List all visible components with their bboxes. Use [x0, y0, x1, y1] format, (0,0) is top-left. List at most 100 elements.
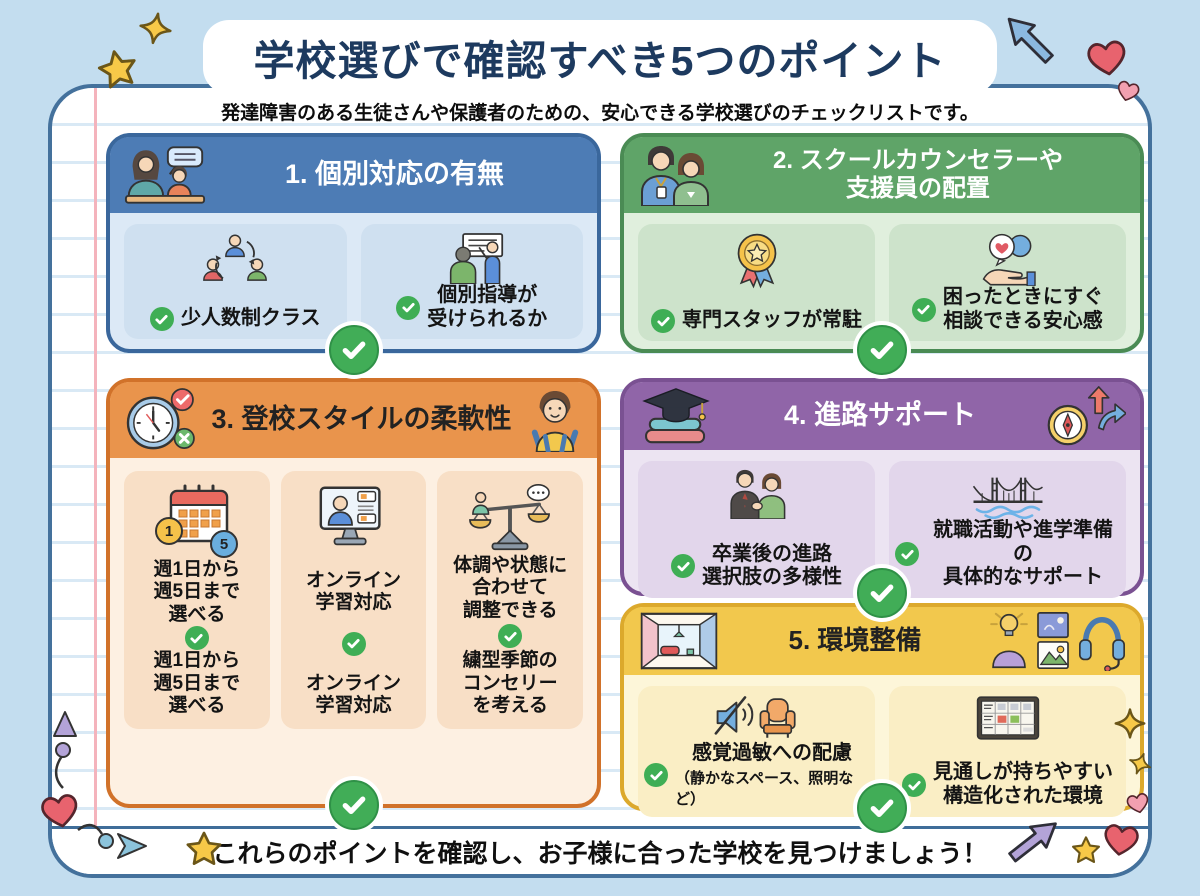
card-1-title: 1. 個別対応の有無	[284, 159, 505, 190]
footer-text: これらのポイントを確認し、お子様に合った学校を見つけましょう！	[212, 839, 988, 868]
calm-room-icon	[640, 612, 718, 670]
check-badge	[857, 325, 907, 375]
card-2-body: 専門スタッフが常駐 困ったときにすぐ 相談できる安心感	[624, 213, 1140, 352]
card-environment: 5. 環境整備	[620, 603, 1144, 833]
card-4-title: 4. 進路サポート	[783, 400, 977, 431]
heart-support-icon	[982, 233, 1036, 286]
arrow-doodle-icon	[995, 5, 1063, 73]
footer-banner: これらのポイントを確認し、お子様に合った学校を見つけましょう！	[52, 826, 1148, 874]
heart-icon	[1100, 820, 1143, 860]
checklist-column: 体調や状態に 合わせて 調整できる 繍型季節の コンセリー を考える	[437, 471, 584, 730]
calendar-icon: 1 5	[154, 484, 238, 558]
check-icon	[895, 542, 919, 567]
card-5-body: 感覚過敏への配慮 （静かなスペース、照明など）	[624, 675, 1140, 828]
clock-attendance-icon	[126, 388, 195, 450]
teacher-student-icon	[124, 146, 206, 204]
lightbulb-beanbag-icon	[990, 612, 1028, 669]
check-badge	[328, 325, 379, 375]
check-icon	[341, 631, 366, 656]
item-text: 少人数制クラス	[180, 307, 321, 330]
sparkle-icon	[133, 9, 177, 53]
graduation-books-icon	[642, 388, 710, 444]
card-4-header: 4. 進路サポート	[624, 382, 1140, 450]
title-banner: 学校選びで確認すべき5つのポイント	[203, 20, 997, 94]
check-badge	[328, 780, 379, 830]
calendar-day-5: 5	[220, 536, 228, 553]
star-icon	[1070, 835, 1102, 867]
environment-icons-group	[990, 611, 1126, 671]
headphones-icon	[1079, 616, 1125, 671]
checklist-item: 専門スタッフが常駐	[638, 224, 875, 342]
item-text: 感覚過敏への配慮	[692, 742, 852, 764]
item-text: 就職活動や進学準備の 具体的なサポート	[933, 519, 1113, 589]
small-group-icon	[203, 234, 268, 281]
card-3-body: 1 5 週1日から 週5日まで 選べる 週1日から 週5日まで 選べる	[110, 458, 597, 742]
checklist-item: 困ったときにすぐ 相談できる安心感	[889, 224, 1126, 342]
checklist-item: 見通しが持ちやすい 構造化された環境	[889, 686, 1126, 817]
item-text: 専門スタッフが常駐	[682, 309, 862, 332]
heart-icon	[1083, 35, 1130, 79]
card-attendance-flexibility: 3. 登校スタイルの柔軟性	[106, 378, 601, 830]
card-2-header: 2. スクールカウンセラーや 支援員の配置	[624, 137, 1140, 213]
online-learning-icon	[319, 486, 381, 546]
quiet-space-icon	[714, 696, 796, 738]
checklist-item: 個別指導が 受けられるか	[360, 224, 583, 340]
compass-path-icon	[1047, 386, 1126, 446]
card-1-body: 少人数制クラス 個別指導が 受けられるか	[110, 213, 597, 350]
check-icon	[149, 307, 174, 332]
checklist-item: 卒業後の進路 選択肢の多様性	[638, 461, 875, 598]
card-4-body: 卒業後の進路 選択肢の多様性 就職活動や進学準備の 具体的なサポート	[624, 450, 1140, 609]
bridge-icon	[972, 477, 1043, 519]
handshake-icon	[729, 469, 785, 519]
check-icon	[651, 309, 675, 334]
star-icon	[92, 44, 144, 96]
check-icon	[902, 773, 926, 797]
arrow-doodle-icon	[53, 711, 77, 789]
card-2-title: 2. スクールカウンセラーや 支援員の配置	[773, 147, 1063, 202]
check-icon	[644, 763, 668, 788]
item-text: 見通しが持ちやすい 構造化された環境	[933, 761, 1113, 807]
card-3-title: 3. 登校スタイルの柔軟性	[211, 404, 512, 435]
column-text-bottom: 繍型季節の コンセリー を考える	[462, 650, 558, 717]
arrow-doodle-icon	[77, 823, 147, 859]
check-icon	[184, 626, 209, 651]
card-3-header: 3. 登校スタイルの柔軟性	[110, 382, 597, 458]
check-icon	[396, 295, 421, 320]
schedule-board-icon	[976, 696, 1039, 740]
individual-teaching-icon	[449, 233, 503, 284]
item-text: 困ったときにすぐ 相談できる安心感	[942, 286, 1104, 332]
award-ribbon-icon	[737, 233, 776, 289]
column-text-top: 体調や状態に 合わせて 調整できる	[453, 555, 568, 621]
card-5-title: 5. 環境整備	[788, 625, 922, 656]
item-note: （静かなスペース、照明など）	[675, 769, 854, 808]
card-5-header: 5. 環境整備	[624, 607, 1140, 675]
card-individual-support: 1. 個別対応の有無 少人数制クラス	[106, 133, 601, 375]
item-text: 個別指導が 受けられるか	[427, 284, 548, 330]
card-1-header: 1. 個別対応の有無	[110, 137, 597, 213]
column-text-bottom: 週1日から 週5日まで 選べる	[153, 650, 241, 717]
card-counselors: 2. スクールカウンセラーや 支援員の配置 専門スタッフが常駐	[620, 133, 1144, 375]
checklist-column: オンライン 学習対応 オンライン 学習対応	[280, 471, 427, 730]
check-icon	[498, 624, 523, 649]
star-icon	[184, 830, 224, 870]
check-badge	[857, 783, 907, 833]
counselors-icon	[641, 146, 709, 206]
sparkle-icon	[1112, 708, 1148, 744]
column-text-top: 週1日から 週5日まで 選べる	[153, 559, 241, 625]
column-text-bottom: オンライン 学習対応	[306, 672, 402, 717]
check-icon	[911, 297, 936, 322]
check-badge	[857, 568, 907, 618]
check-icon	[671, 554, 695, 579]
checklist-item: 少人数制クラス	[124, 224, 347, 340]
balance-scale-icon	[469, 484, 551, 551]
checklist-column: 1 5 週1日から 週5日まで 選べる 週1日から 週5日まで 選べる	[124, 471, 270, 730]
item-text: 卒業後の進路 選択肢の多様性	[702, 542, 842, 589]
checklist-item: 感覚過敏への配慮 （静かなスペース、照明など）	[638, 686, 875, 817]
column-text-top: オンライン 学習対応	[306, 569, 402, 614]
checklist-item: 就職活動や進学準備の 具体的なサポート	[889, 461, 1126, 598]
calendar-day-1: 1	[165, 523, 173, 540]
picture-frames-icon	[1037, 612, 1069, 670]
page-subtitle: 発達障害のある生徒さんや保護者のための、安心できる学校選びのチェックリストです。	[221, 103, 979, 124]
page-title: 学校選びで確認すべき5つのポイント	[253, 38, 947, 84]
